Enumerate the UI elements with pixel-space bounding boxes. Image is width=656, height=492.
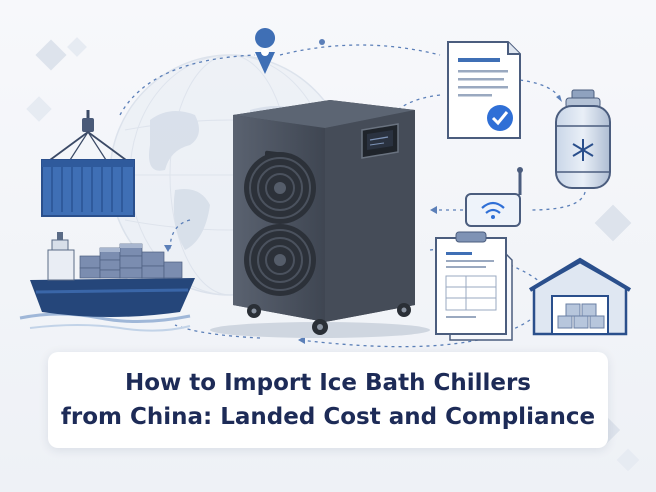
caster-wheels <box>247 303 411 335</box>
wifi-module-icon <box>465 167 523 227</box>
shipping-container-icon <box>41 110 135 217</box>
decorative-tiles <box>26 37 640 472</box>
fan-upper <box>244 152 316 224</box>
snowflake-icon <box>572 139 594 161</box>
location-pin-icon <box>255 28 276 74</box>
refrigerant-tank-icon <box>555 89 611 189</box>
clipboard-invoice-icon <box>435 231 513 341</box>
cargo-ship-icon <box>19 232 195 332</box>
control-panel <box>361 123 399 159</box>
title-line-1: How to Import Ice Bath Chillers <box>124 370 531 396</box>
fan-lower <box>244 224 316 296</box>
title-line-2: from China: Landed Cost and Compliance <box>60 404 596 430</box>
route-node <box>319 39 325 45</box>
chiller-unit-icon <box>210 100 430 338</box>
warehouse-icon <box>528 257 632 336</box>
title-card: How to Import Ice Bath Chillers from Chi… <box>48 352 608 448</box>
certificate-document-icon <box>447 41 521 139</box>
